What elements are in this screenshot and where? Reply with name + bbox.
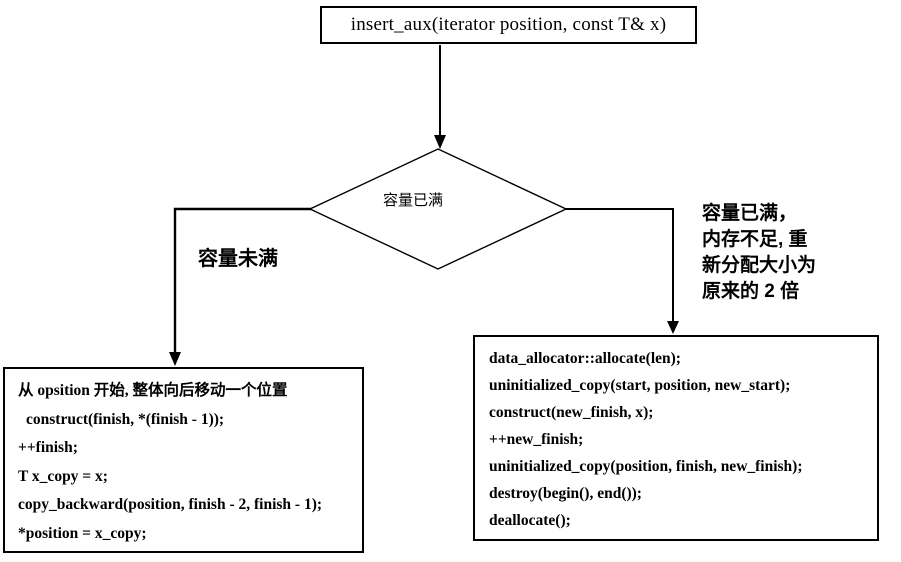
left-branch-condition-label: 容量未满 (198, 248, 278, 270)
code-line: *position = x_copy; (18, 524, 147, 542)
code-line: 从 opsition 开始, 整体向后移动一个位置 (18, 382, 288, 399)
code-line: construct(new_finish, x); (489, 404, 654, 421)
right-branch-condition-label: 容量已满， 内存不足, 重 新分配大小为 原来的 2 倍 (702, 201, 816, 305)
process-box-capacity-not-full: 从 opsition 开始, 整体向后移动一个位置 construct(fini… (3, 367, 364, 553)
code-line: uninitialized_copy(position, finish, new… (489, 458, 803, 475)
code-line: deallocate(); (489, 512, 571, 529)
process-box-reallocate: data_allocator::allocate(len); uninitial… (473, 335, 879, 541)
condition-line: 原来的 2 倍 (702, 281, 800, 302)
start-node: insert_aux(iterator position, const T& x… (320, 6, 697, 44)
decision-diamond (308, 148, 568, 270)
code-line: T x_copy = x; (18, 467, 108, 485)
code-line: ++finish; (18, 439, 78, 456)
decision-label: 容量已满 (382, 192, 443, 209)
condition-line: 内存不足, 重 (702, 229, 808, 250)
condition-line: 新分配大小为 (702, 255, 817, 276)
arrow-right-branch (565, 208, 674, 322)
arrow-left-branch (173, 207, 312, 353)
condition-line: 容量已满， (702, 203, 798, 224)
start-node-label: insert_aux(iterator position, const T& x… (350, 14, 667, 35)
arrowhead-down-icon (169, 352, 181, 366)
arrowhead-down-icon (667, 321, 679, 334)
code-line: uninitialized_copy(start, position, new_… (489, 377, 791, 394)
arrowhead-down-icon (434, 135, 446, 149)
code-line: copy_backward(position, finish - 2, fini… (18, 496, 323, 513)
code-line: destroy(begin(), end()); (489, 485, 642, 502)
code-line: ++new_finish; (489, 431, 584, 448)
code-line: data_allocator::allocate(len); (489, 350, 681, 367)
code-line: construct(finish, *(finish - 1)); (26, 410, 225, 428)
